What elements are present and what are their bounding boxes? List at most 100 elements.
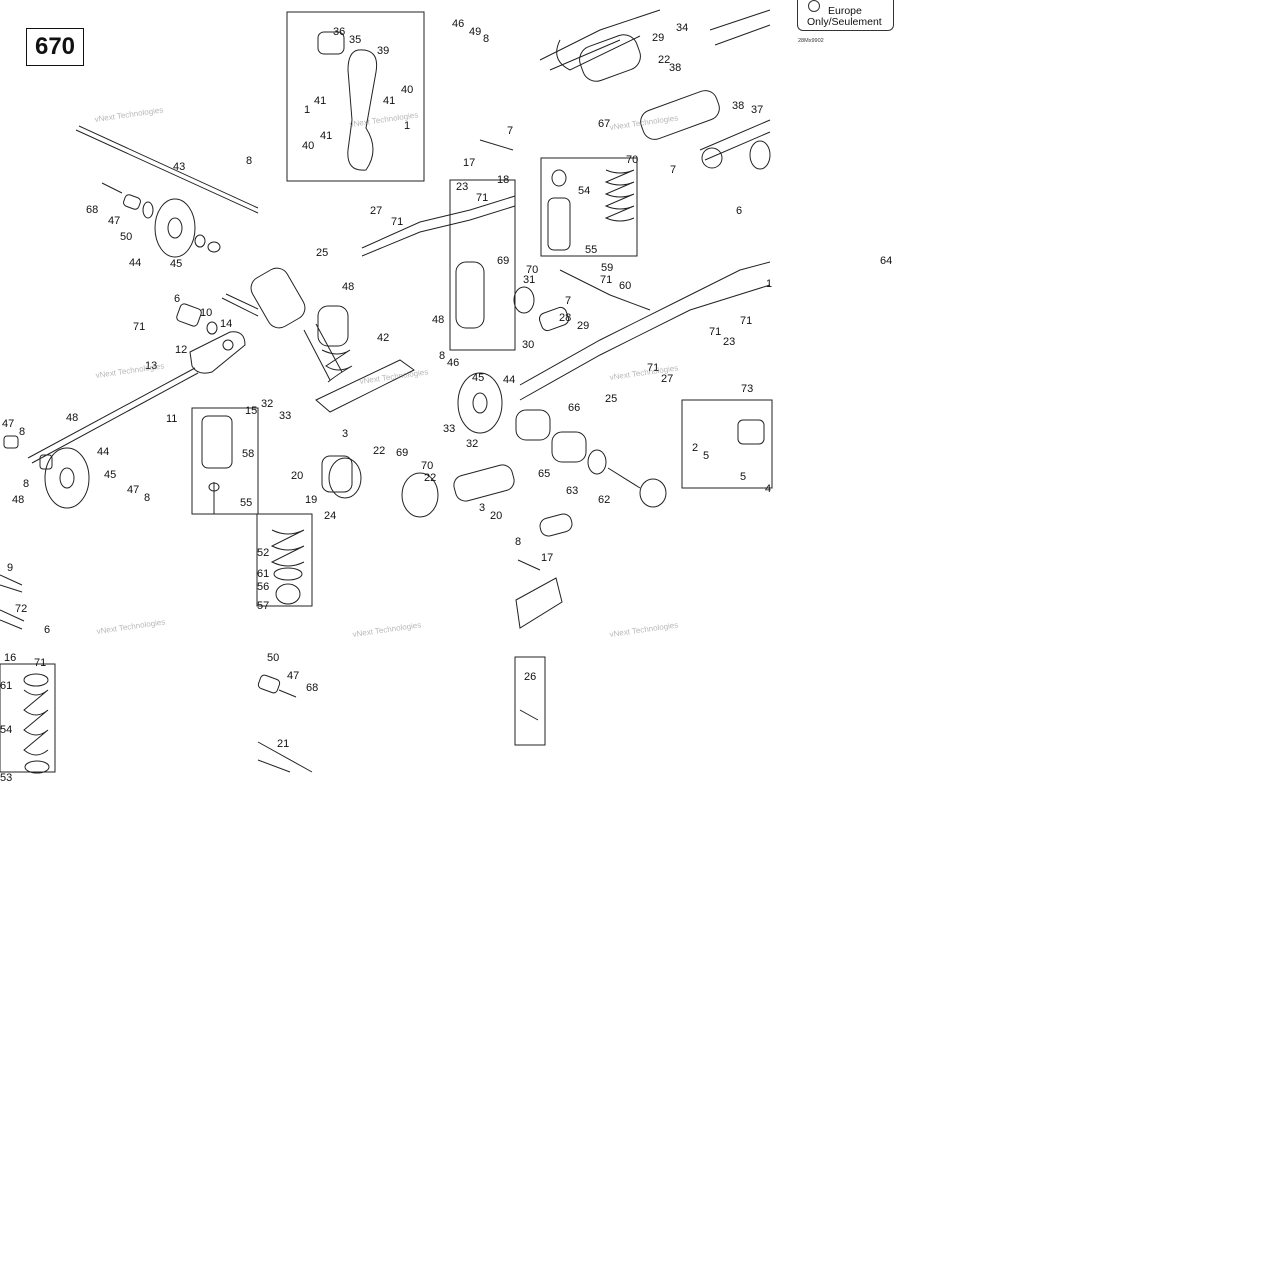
legend-line-2: Only/Seulement bbox=[807, 16, 882, 28]
part-label-38: 38 bbox=[669, 62, 681, 74]
part-label-10: 10 bbox=[200, 307, 212, 319]
part-label-54: 54 bbox=[0, 724, 12, 736]
part-label-56: 56 bbox=[257, 581, 269, 593]
part-label-28: 28 bbox=[559, 312, 571, 324]
part-label-8: 8 bbox=[439, 350, 445, 362]
part-label-8: 8 bbox=[483, 33, 489, 45]
part-label-8: 8 bbox=[515, 536, 521, 548]
part-label-71: 71 bbox=[647, 362, 659, 374]
part-label-59: 59 bbox=[601, 262, 613, 274]
axle-43 bbox=[75, 129, 259, 214]
part-label-71: 71 bbox=[600, 274, 612, 286]
part-label-33: 33 bbox=[279, 410, 291, 422]
part-label-18: 18 bbox=[497, 174, 509, 186]
part-label-41: 41 bbox=[383, 95, 395, 107]
part-label-9: 9 bbox=[7, 562, 13, 574]
part-label-32: 32 bbox=[261, 398, 273, 410]
part-label-21: 21 bbox=[277, 738, 289, 750]
part-label-41: 41 bbox=[314, 95, 326, 107]
part-number-labels: 3635394041141141404649871718237127712569… bbox=[0, 18, 772, 784]
part-label-48: 48 bbox=[342, 281, 354, 293]
part-label-20: 20 bbox=[490, 510, 502, 522]
part-label-17: 17 bbox=[541, 552, 553, 564]
watermark-text: vNext Technologies bbox=[352, 620, 422, 639]
part-label-32: 32 bbox=[466, 438, 478, 450]
part-label-65: 65 bbox=[538, 468, 550, 480]
part-label-72: 72 bbox=[15, 603, 27, 615]
part-label-60: 60 bbox=[619, 280, 631, 292]
part-label-43: 43 bbox=[173, 161, 185, 173]
part-label-42: 42 bbox=[377, 332, 389, 344]
watermark-text: vNext Technologies bbox=[609, 620, 679, 639]
part-label-44: 44 bbox=[503, 374, 515, 386]
part-label-54: 54 bbox=[578, 185, 590, 197]
part-label-70: 70 bbox=[526, 264, 538, 276]
part-label-46: 46 bbox=[447, 357, 459, 369]
part-label-4: 4 bbox=[765, 483, 771, 495]
part-label-71: 71 bbox=[133, 321, 145, 333]
part-label-62: 62 bbox=[598, 494, 610, 506]
part-label-68: 68 bbox=[86, 204, 98, 216]
part-label-26: 26 bbox=[524, 671, 536, 683]
part-label-22: 22 bbox=[424, 472, 436, 484]
part-label-7: 7 bbox=[670, 164, 676, 176]
part-label-29: 29 bbox=[652, 32, 664, 44]
part-label-63: 63 bbox=[566, 485, 578, 497]
part-label-45: 45 bbox=[104, 469, 116, 481]
part-label-55: 55 bbox=[585, 244, 597, 256]
part-label-6: 6 bbox=[174, 293, 180, 305]
part-label-40: 40 bbox=[302, 140, 314, 152]
part-label-11: 11 bbox=[166, 413, 177, 425]
part-label-44: 44 bbox=[97, 446, 109, 458]
part-label-8: 8 bbox=[144, 492, 150, 504]
part-label-5: 5 bbox=[740, 471, 746, 483]
part-label-29: 29 bbox=[577, 320, 589, 332]
wheel-45 bbox=[457, 372, 503, 434]
part-label-22: 22 bbox=[373, 445, 385, 457]
part-label-13: 13 bbox=[145, 360, 157, 372]
part-label-68: 68 bbox=[306, 682, 318, 694]
watermark-layer: vNext Technologies vNext Technologies vNex… bbox=[94, 105, 679, 639]
watermark-text: vNext Technologies bbox=[94, 105, 164, 124]
part-label-3: 3 bbox=[342, 428, 348, 440]
part-label-38: 38 bbox=[732, 100, 744, 112]
watermark-text: vNext Technologies bbox=[95, 361, 165, 380]
part-label-69: 69 bbox=[396, 447, 408, 459]
part-label-35: 35 bbox=[349, 34, 361, 46]
part-label-8: 8 bbox=[246, 155, 252, 167]
part-label-33: 33 bbox=[443, 423, 455, 435]
part-label-57: 57 bbox=[257, 600, 269, 612]
part-label-23: 23 bbox=[723, 336, 735, 348]
rod-11 bbox=[27, 367, 196, 459]
part-label-45: 45 bbox=[472, 372, 484, 384]
part-label-47: 47 bbox=[2, 418, 14, 430]
part-label-25: 25 bbox=[605, 393, 617, 405]
part-label-31: 31 bbox=[523, 274, 535, 286]
part-label-48: 48 bbox=[432, 314, 444, 326]
part-label-19: 19 bbox=[305, 494, 317, 506]
part-label-22: 22 bbox=[658, 54, 670, 66]
part-label-25: 25 bbox=[316, 247, 328, 259]
part-label-48: 48 bbox=[12, 494, 24, 506]
part-label-17: 17 bbox=[463, 157, 475, 169]
part-label-40: 40 bbox=[401, 84, 413, 96]
part-label-71: 71 bbox=[709, 326, 721, 338]
legend-line-1: Europe bbox=[828, 5, 862, 17]
part-label-6: 6 bbox=[44, 624, 50, 636]
part-label-24: 24 bbox=[324, 510, 336, 522]
part-label-52: 52 bbox=[257, 547, 269, 559]
part-label-67: 67 bbox=[598, 118, 610, 130]
part-label-8: 8 bbox=[23, 478, 29, 490]
part-label-41: 41 bbox=[320, 130, 332, 142]
part-label-2: 2 bbox=[692, 442, 698, 454]
outside-part-label: 64 bbox=[880, 255, 893, 267]
part-label-7: 7 bbox=[507, 125, 513, 137]
part-label-34: 34 bbox=[676, 22, 688, 34]
part-label-44: 44 bbox=[129, 257, 141, 269]
part-label-71: 71 bbox=[740, 315, 752, 327]
page-number-box: 670 bbox=[26, 28, 84, 66]
part-label-1: 1 bbox=[766, 278, 772, 290]
part-label-66: 66 bbox=[568, 402, 580, 414]
part-label-48: 48 bbox=[66, 412, 78, 424]
